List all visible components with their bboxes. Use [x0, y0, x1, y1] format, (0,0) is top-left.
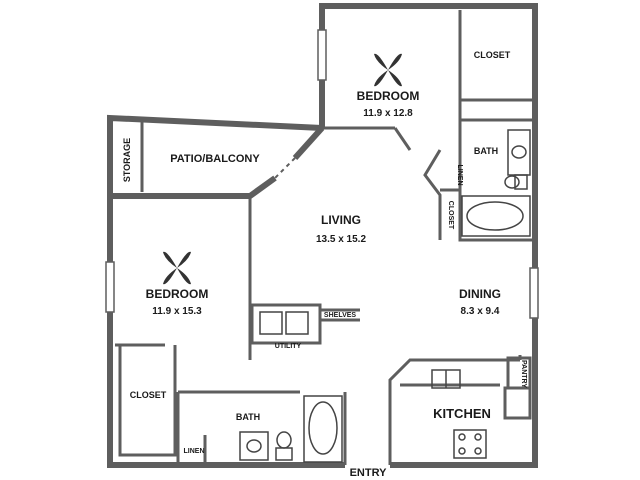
linen-top-name: LINEN: [456, 165, 463, 186]
linen-bottom-name: LINEN: [184, 448, 205, 455]
bath-top-name: BATH: [474, 146, 498, 156]
dining-size: 8.3 x 9.4: [461, 306, 500, 317]
bath-bottom-name: BATH: [236, 412, 260, 422]
windows: [105, 29, 539, 319]
shelves-name: SHELVES: [324, 312, 356, 319]
fixtures: [239, 129, 531, 463]
kitchen-name: KITCHEN: [433, 406, 491, 421]
living-size: 13.5 x 15.2: [316, 234, 366, 245]
dining-name: DINING: [459, 287, 501, 301]
living-name: LIVING: [321, 213, 361, 227]
patio-door: [274, 157, 296, 179]
closet-left-name: CLOSET: [130, 390, 167, 400]
bedroom-top-x-icon: [374, 53, 402, 87]
utility-name: UTILITY: [275, 343, 302, 350]
inner-walls: [115, 10, 532, 465]
bedroom-left-size: 11.9 x 15.3: [152, 306, 202, 317]
closet-top-name: CLOSET: [474, 50, 511, 60]
bedroom-top-size: 11.9 x 12.8: [363, 108, 413, 119]
bedroom-left-name: BEDROOM: [146, 287, 209, 301]
storage-name: STORAGE: [122, 138, 132, 182]
bedroom-top-name: BEDROOM: [357, 89, 420, 103]
entry-label: ENTRY: [350, 467, 388, 479]
bedroom-left-x-icon: [163, 251, 191, 285]
closet-mid-name: CLOSET: [447, 201, 454, 230]
patio-name: PATIO/BALCONY: [170, 153, 260, 165]
pantry-name: PANTRY: [520, 360, 527, 388]
